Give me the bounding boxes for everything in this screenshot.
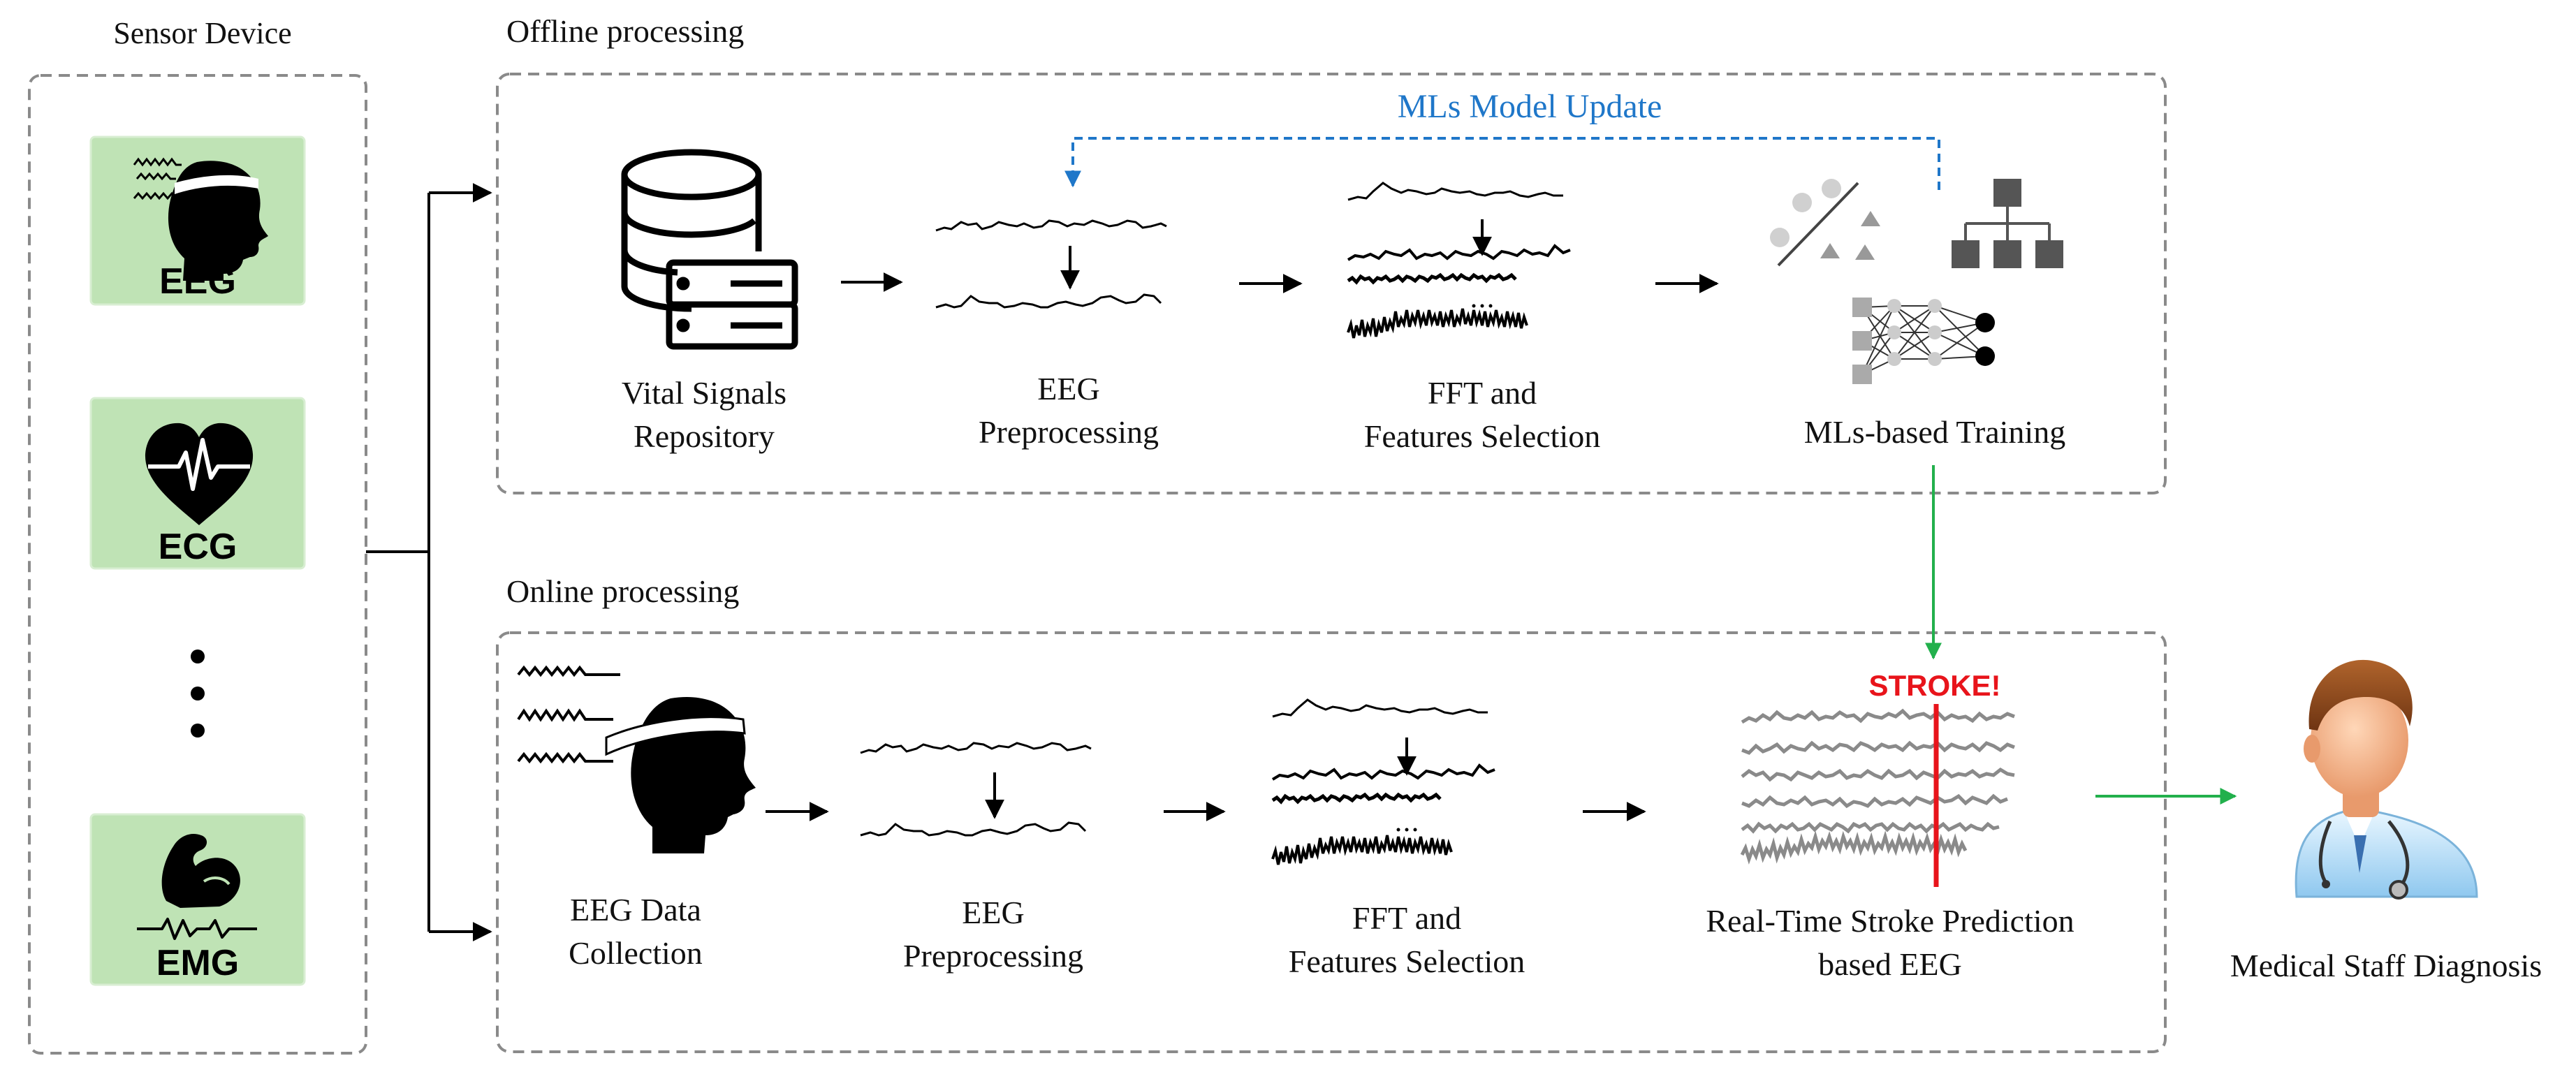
sensor-branch-connector xyxy=(366,183,492,941)
online-preprocessing-line1: EEG xyxy=(962,895,1024,930)
offline-preprocessing-line2: Preprocessing xyxy=(979,414,1159,450)
online-title: Online processing xyxy=(506,573,739,609)
online-preprocessing-icon xyxy=(860,742,1092,837)
diagnosis-label: Medical Staff Diagnosis xyxy=(2230,948,2542,983)
repository-label-line2: Repository xyxy=(634,418,775,454)
head-eeg-icon xyxy=(133,157,268,281)
sensor-eeg-label: EEG xyxy=(159,261,236,302)
offline-preprocessing-icon xyxy=(935,219,1167,309)
offline-preprocessing-line1: EEG xyxy=(1037,371,1099,406)
sensor-ecg-label: ECG xyxy=(159,527,237,567)
offline-title: Offline processing xyxy=(506,13,744,49)
ellipsis-dots xyxy=(191,650,205,738)
heart-ecg-icon xyxy=(145,423,254,525)
database-icon xyxy=(621,149,798,350)
prediction-label-line2: based EEG xyxy=(1818,946,1962,982)
offline-fft-icon xyxy=(1347,182,1571,339)
scatter-classifier-icon xyxy=(1770,179,1880,267)
offline-fft-line2: Features Selection xyxy=(1364,418,1601,454)
offline-box xyxy=(496,73,2167,494)
online-fft-line1: FFT and xyxy=(1352,900,1461,936)
model-update-label: MLs Model Update xyxy=(1398,88,1662,125)
multichannel-eeg-icon xyxy=(1740,708,2015,865)
collection-label-line2: Collection xyxy=(569,935,703,971)
sensor-emg: EMG xyxy=(89,813,306,986)
collection-label-line1: EEG Data xyxy=(570,892,701,927)
doctor-icon xyxy=(2295,659,2478,900)
sensor-device-title: Sensor Device xyxy=(113,16,291,50)
sensor-ecg: ECG xyxy=(89,397,306,570)
training-label: MLs-based Training xyxy=(1804,414,2065,450)
online-fft-line2: Features Selection xyxy=(1289,944,1525,979)
arm-emg-icon xyxy=(137,833,257,940)
sensor-emg-label: EMG xyxy=(156,943,239,983)
sensor-device-box xyxy=(28,74,367,1055)
prediction-label-line1: Real-Time Stroke Prediction xyxy=(1706,903,2074,939)
online-preprocessing-line2: Preprocessing xyxy=(903,938,1083,974)
online-fft-icon xyxy=(1271,698,1495,865)
stroke-alert: STROKE! xyxy=(1869,669,2001,702)
model-update-arrow xyxy=(1064,137,1940,190)
neural-network-icon xyxy=(1852,298,1995,384)
online-eeg-head-icon xyxy=(517,665,756,853)
sensor-eeg: EEG xyxy=(89,135,306,306)
repository-label-line1: Vital Signals xyxy=(622,375,786,411)
offline-fft-line1: FFT and xyxy=(1428,375,1537,411)
decision-tree-icon xyxy=(1952,179,2063,268)
online-box xyxy=(496,631,2167,1053)
